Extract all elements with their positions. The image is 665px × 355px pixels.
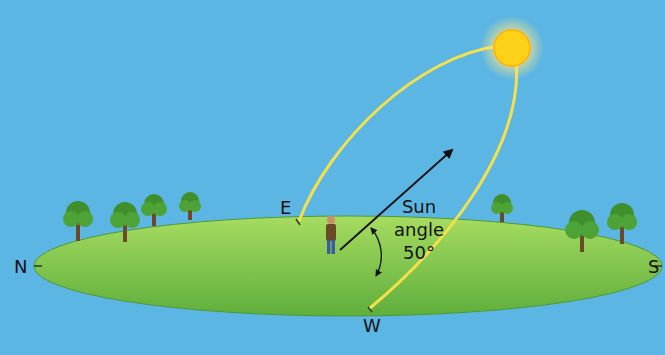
trees [63,192,637,252]
ground-ellipse [34,216,662,316]
sun-glow [480,16,544,80]
compass-label: S [648,255,659,278]
person-figure [326,216,336,254]
sun-path [370,58,517,308]
sun-path [299,46,500,221]
sun [494,30,530,66]
angle-arc [371,228,381,276]
compass-label: N [14,255,27,278]
compass-label: E [280,196,291,219]
angle-label: Sun angle 50° [388,195,450,264]
compass-label: W [363,314,381,337]
